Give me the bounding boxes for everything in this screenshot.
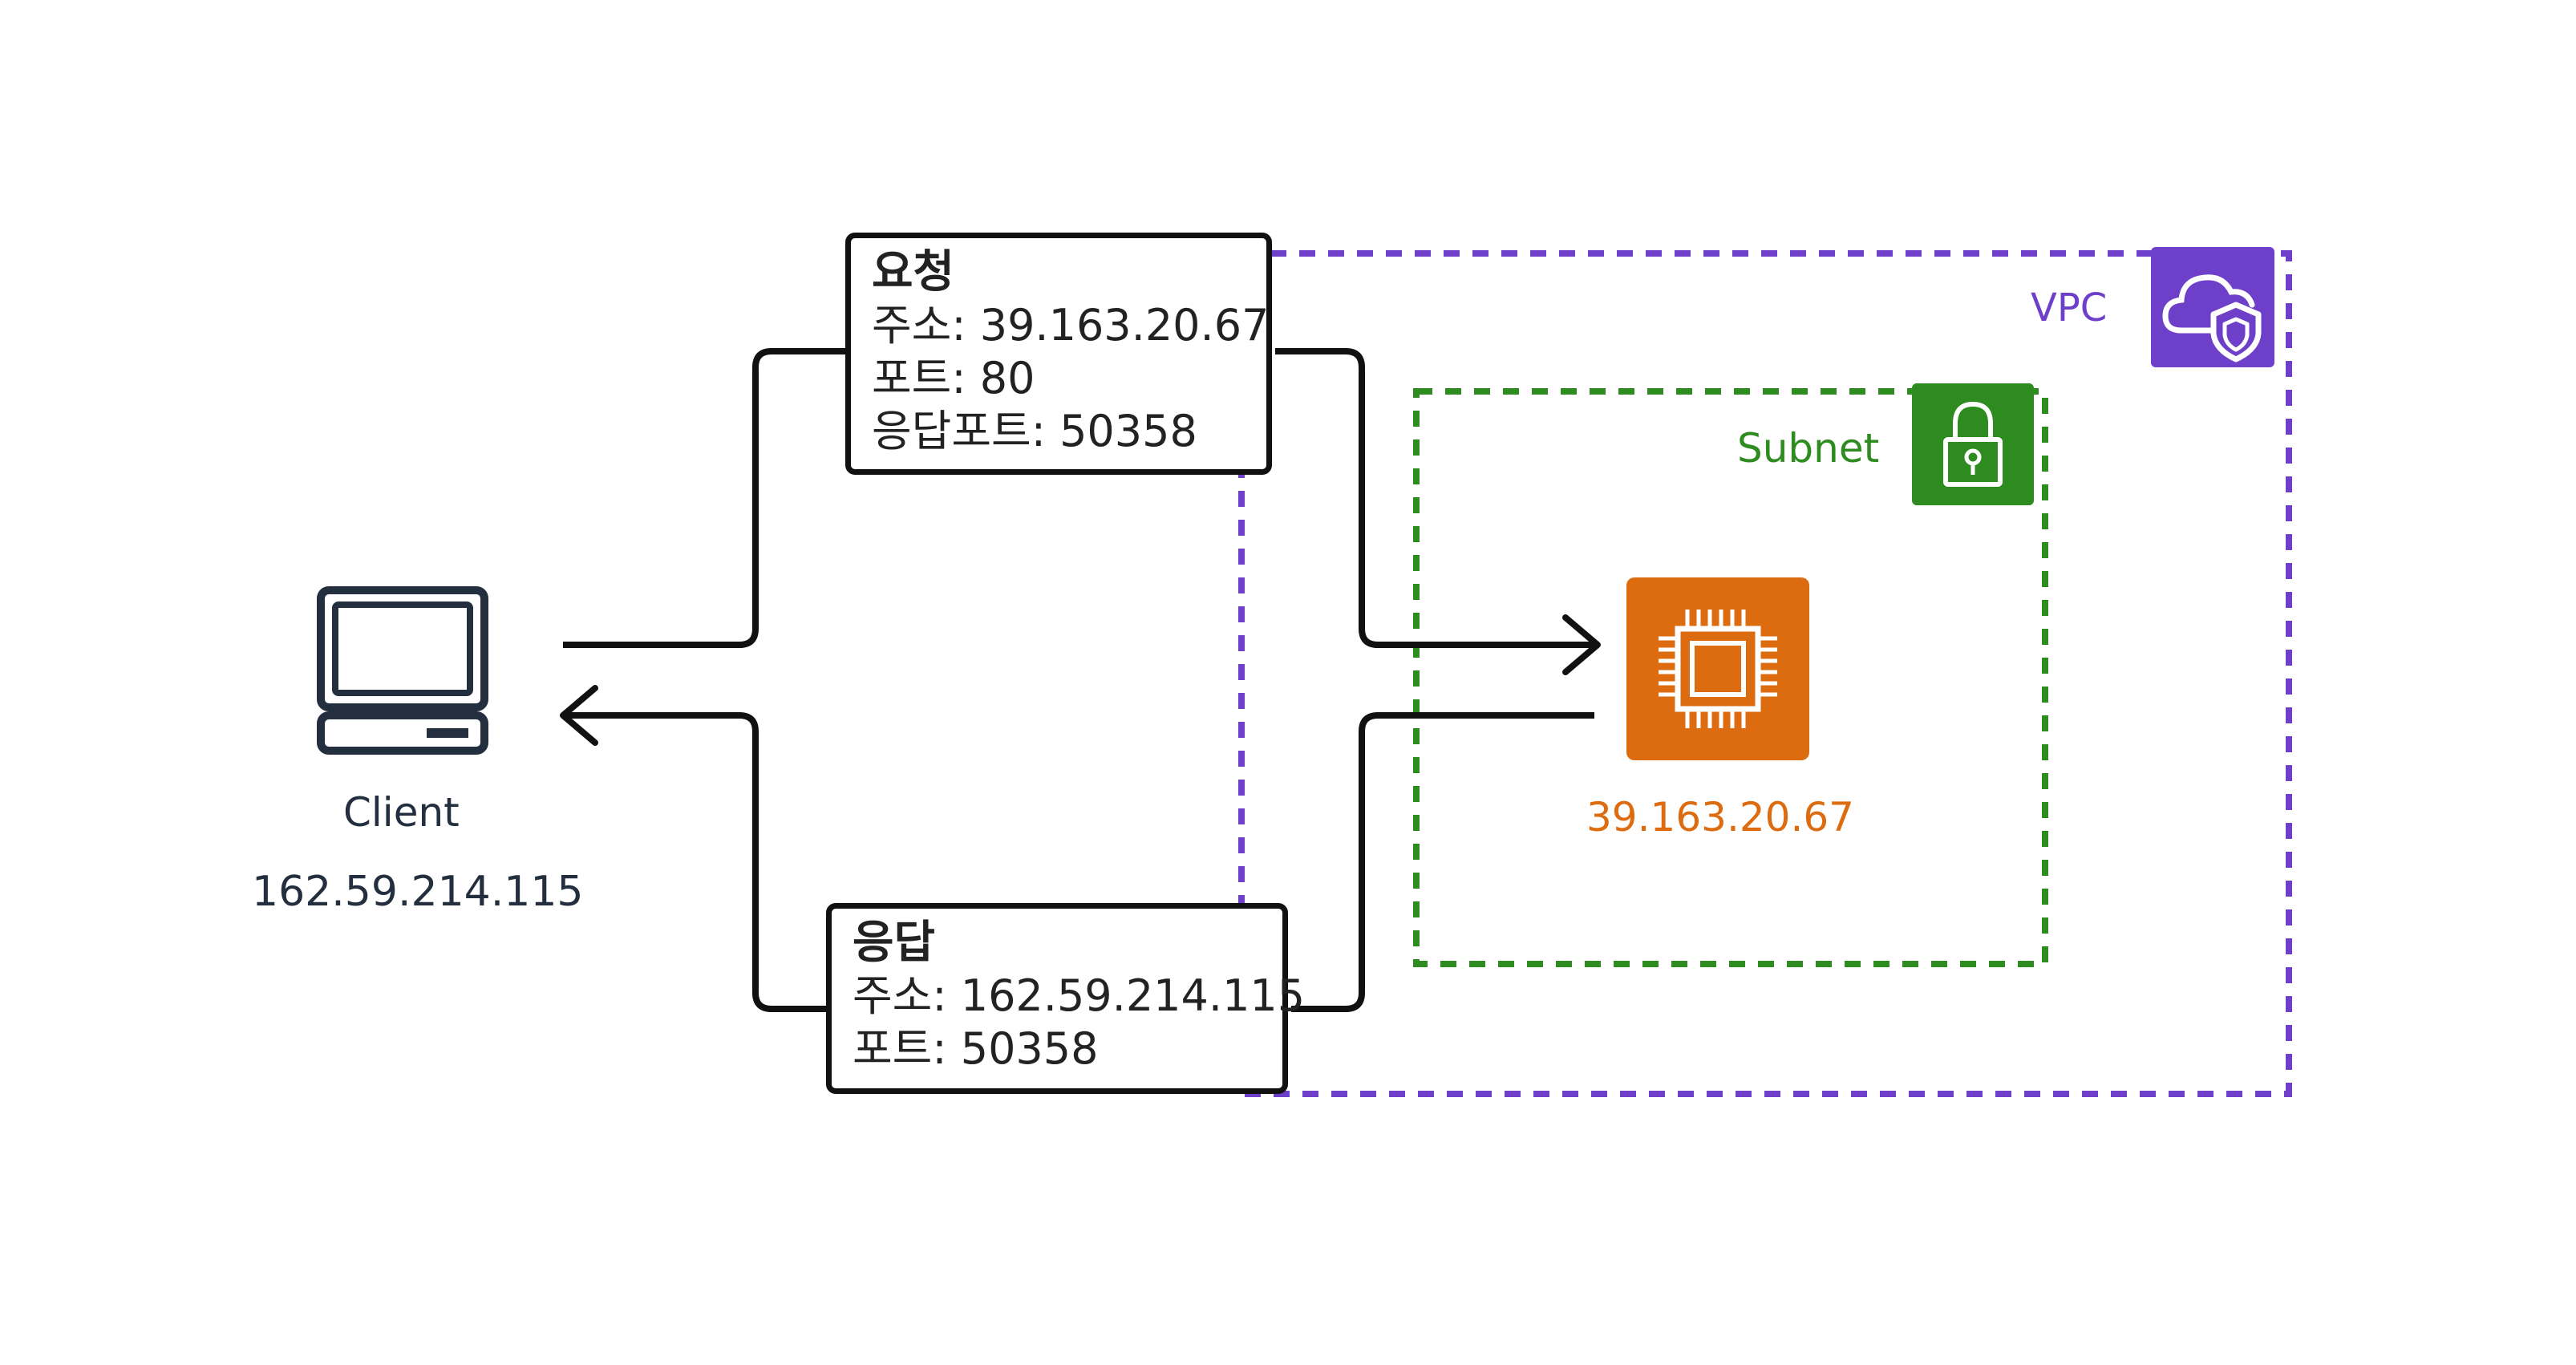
instance-ip: 39.163.20.67 <box>1586 794 1854 840</box>
subnet-badge <box>1912 383 2034 505</box>
response-title: 응답 <box>853 917 936 969</box>
padlock-icon <box>1943 401 2003 487</box>
client-ip: 162.59.214.115 <box>252 868 584 916</box>
cloud-shield-icon <box>2162 274 2262 363</box>
response-address: 주소: 162.59.214.115 <box>853 970 1306 1021</box>
subnet-boundary <box>1413 388 2048 967</box>
request-address: 주소: 39.163.20.67 <box>872 300 1270 350</box>
subnet-label: Subnet <box>1737 425 1880 472</box>
vpc-boundary <box>1238 250 2292 1097</box>
request-info-box: 요청 주소: 39.163.20.67 포트: 80 응답포트: 50358 <box>845 233 1272 475</box>
processor-chip-icon <box>1659 610 1777 728</box>
request-arrowhead <box>1562 614 1601 675</box>
instance-badge <box>1626 577 1809 760</box>
request-port: 포트: 80 <box>872 353 1035 403</box>
client-label: Client <box>343 789 460 836</box>
desktop-computer-icon <box>317 586 488 755</box>
response-path-left <box>566 712 831 1012</box>
response-arrowhead <box>560 685 598 746</box>
request-path-right <box>1275 348 1594 648</box>
response-port: 포트: 50358 <box>853 1023 1099 1074</box>
vpc-badge <box>2151 247 2274 367</box>
request-path-left <box>563 348 850 648</box>
vpc-label: VPC <box>2031 286 2108 330</box>
request-title: 요청 <box>872 246 955 298</box>
request-reply-port: 응답포트: 50358 <box>872 406 1197 456</box>
response-path-right <box>1291 712 1594 1012</box>
response-info-box: 응답 주소: 162.59.214.115 포트: 50358 <box>826 903 1306 1094</box>
